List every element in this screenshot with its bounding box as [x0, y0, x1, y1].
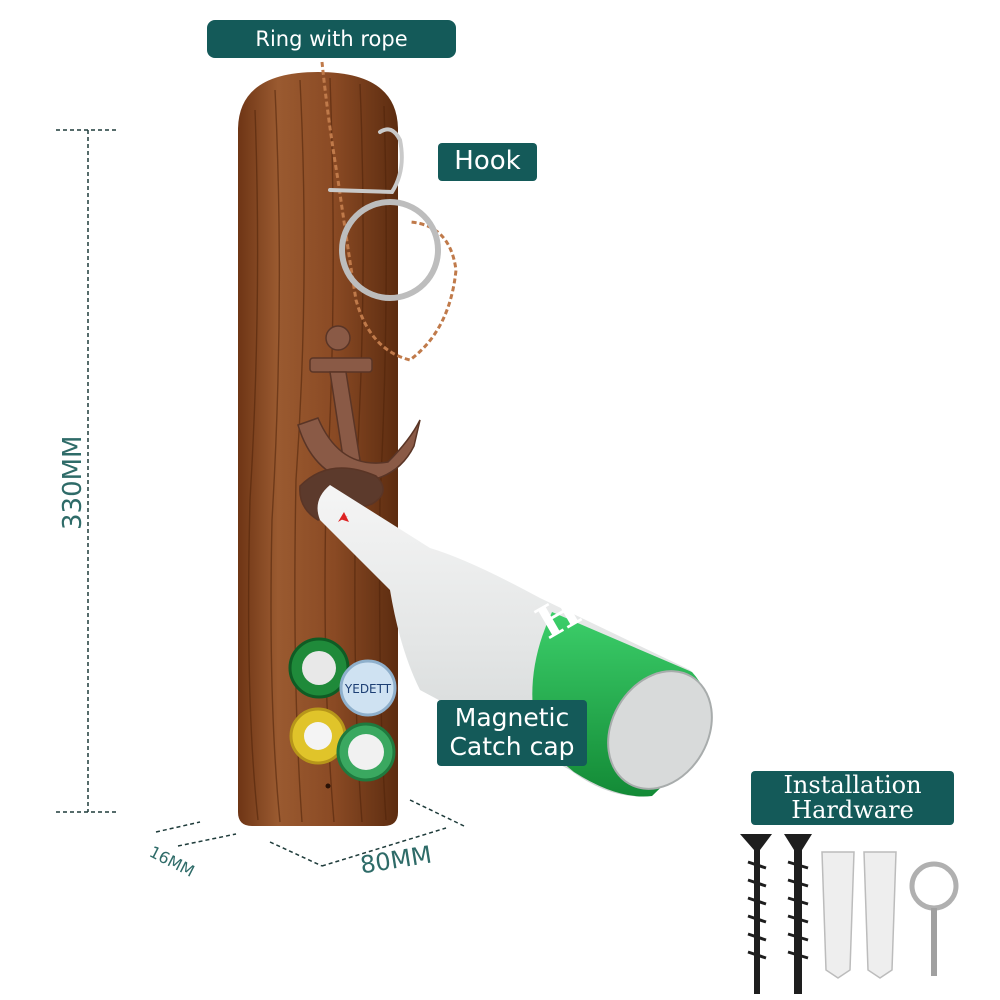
installation-label-line1: Installation [783, 770, 922, 799]
cap-text: YEDETT [344, 682, 392, 696]
ring-with-rope-label: Ring with rope [207, 20, 456, 58]
metal-ring [339, 199, 441, 301]
magnetic-label-line1: Magnetic [454, 703, 570, 733]
installation-hardware [740, 834, 959, 994]
installation-label-line2: Hardware [791, 796, 914, 824]
height-dimension: 330MM [58, 435, 88, 531]
magnetic-catch-cap-label: Magnetic Catch cap [437, 700, 587, 766]
installation-hardware-label: Installation Hardware [751, 771, 954, 825]
hook [328, 127, 404, 195]
bottle-caps: YEDETT [288, 637, 397, 782]
magnetic-label-line2: Catch cap [449, 732, 575, 761]
hook-label: Hook [438, 143, 537, 181]
rope [320, 61, 458, 362]
dimension-lines [56, 129, 465, 867]
